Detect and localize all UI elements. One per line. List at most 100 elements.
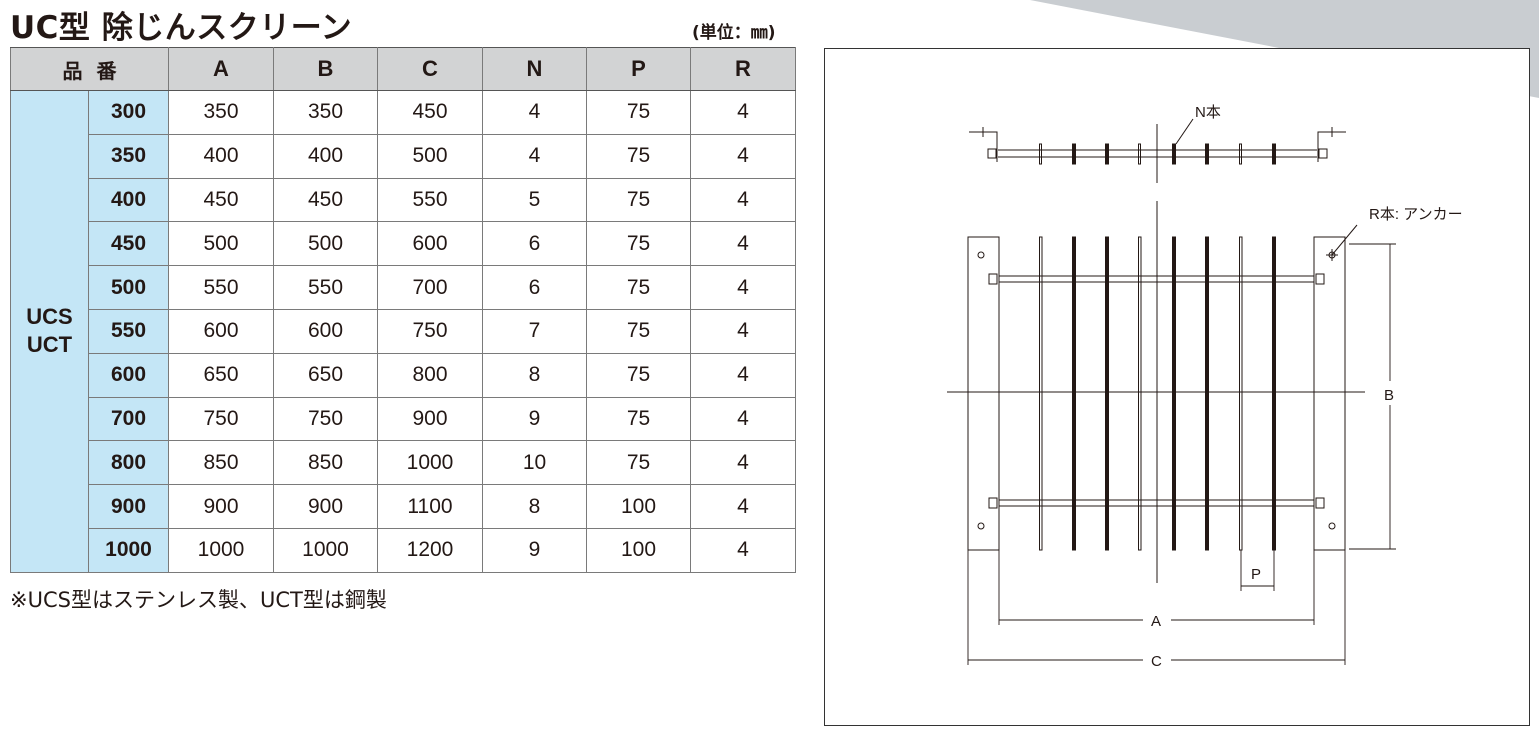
cell-c: 800 — [377, 352, 483, 398]
size-cell: 900 — [88, 484, 169, 529]
label-r-anchor: R本: アンカー — [1369, 206, 1463, 223]
column-header-n: N — [482, 47, 587, 91]
cell-c: 600 — [377, 221, 483, 267]
top-bracket-left — [969, 131, 998, 162]
table-row: 600 650 650 800 8 75 4 — [11, 352, 796, 398]
cell-n: 6 — [482, 221, 587, 267]
leader-r-anchor — [1331, 224, 1358, 256]
size-cell: 400 — [88, 177, 169, 223]
cell-p: 75 — [586, 308, 691, 354]
table-row: 1000 1000 1000 1200 9 100 4 — [11, 527, 796, 573]
cell-p: 75 — [586, 396, 691, 442]
material-note: ※UCS型はステンレス製、UCT型は鋼製 — [10, 588, 387, 612]
cell-a: 750 — [168, 396, 274, 442]
unit-label: (単位：㎜) — [692, 23, 776, 43]
table-row: 350 400 400 500 4 75 4 — [11, 133, 796, 179]
table-row: 700 750 750 900 9 75 4 — [11, 396, 796, 442]
table-header-row: 品番 A B C N P R — [10, 47, 796, 91]
screen-bar — [1205, 236, 1209, 551]
size-cell: 550 — [88, 308, 169, 354]
top-bar-section — [1205, 143, 1209, 165]
table-row: 400 450 450 550 5 75 4 — [11, 177, 796, 223]
top-bar-section — [1239, 143, 1242, 165]
cell-a: 650 — [168, 352, 274, 398]
cell-r: 4 — [690, 527, 796, 573]
cell-c: 1200 — [377, 527, 483, 573]
cell-n: 8 — [482, 484, 587, 529]
cell-b: 450 — [273, 177, 378, 223]
cell-c: 900 — [377, 396, 483, 442]
cell-b: 550 — [273, 265, 378, 310]
cell-p: 75 — [586, 221, 691, 267]
cell-a: 400 — [168, 133, 274, 179]
size-cell: 700 — [88, 396, 169, 442]
cell-r: 4 — [690, 90, 796, 135]
cell-a: 450 — [168, 177, 274, 223]
size-cell: 350 — [88, 133, 169, 179]
top-bar-section — [1272, 143, 1276, 165]
column-header-b: B — [273, 47, 378, 91]
anchor-hole — [977, 251, 985, 259]
cell-p: 100 — [586, 484, 691, 529]
top-nut-right — [1318, 148, 1328, 159]
screen-bar — [1172, 236, 1176, 551]
screen-drawing-frame: N本 R本: アンカー B P A C — [824, 48, 1530, 726]
label-dim-b: B — [1384, 387, 1394, 404]
size-cell: 600 — [88, 352, 169, 398]
anchor-hole — [977, 522, 985, 530]
cell-a: 350 — [168, 90, 274, 135]
side-plate-right — [1313, 236, 1346, 551]
top-nut-left — [987, 148, 997, 159]
cell-p: 75 — [586, 352, 691, 398]
cell-n: 9 — [482, 396, 587, 442]
cell-b: 850 — [273, 440, 378, 486]
screen-bar — [1072, 236, 1076, 551]
cell-b: 600 — [273, 308, 378, 354]
cell-a: 550 — [168, 265, 274, 310]
cell-n: 5 — [482, 177, 587, 223]
anchor-hole — [1328, 522, 1336, 530]
cell-a: 900 — [168, 484, 274, 529]
cell-p: 75 — [586, 177, 691, 223]
cell-b: 500 — [273, 221, 378, 267]
top-bar-section — [1172, 143, 1176, 165]
cell-b: 900 — [273, 484, 378, 529]
cell-a: 1000 — [168, 527, 274, 573]
cell-a: 500 — [168, 221, 274, 267]
top-bar-section — [1072, 143, 1076, 165]
screen-bar — [1138, 236, 1142, 551]
cell-n: 4 — [482, 133, 587, 179]
column-header-r: R — [690, 47, 796, 91]
size-cell: 500 — [88, 265, 169, 310]
screen-bar — [1105, 236, 1109, 551]
column-header-a: A — [168, 47, 274, 91]
cell-c: 450 — [377, 90, 483, 135]
column-header-hinban: 品番 — [10, 47, 169, 91]
cell-b: 350 — [273, 90, 378, 135]
cell-r: 4 — [690, 221, 796, 267]
rod-nut — [1315, 273, 1325, 285]
cell-c: 1100 — [377, 484, 483, 529]
cell-b: 1000 — [273, 527, 378, 573]
table-row: 900 900 900 1100 8 100 4 — [11, 484, 796, 529]
label-dim-a: A — [1151, 613, 1161, 630]
column-header-c: C — [377, 47, 483, 91]
cell-r: 4 — [690, 265, 796, 310]
size-cell: 450 — [88, 221, 169, 267]
series-uct: UCT — [26, 332, 73, 358]
label-dim-p: P — [1251, 566, 1261, 583]
cell-p: 75 — [586, 440, 691, 486]
cell-c: 700 — [377, 265, 483, 310]
cell-a: 600 — [168, 308, 274, 354]
cell-r: 4 — [690, 308, 796, 354]
size-cell: 300 — [88, 90, 169, 135]
leader-n-count — [1175, 118, 1194, 145]
cell-b: 650 — [273, 352, 378, 398]
rod-nut — [988, 273, 998, 285]
cell-c: 500 — [377, 133, 483, 179]
cell-r: 4 — [690, 484, 796, 529]
label-dim-c: C — [1151, 653, 1162, 670]
cell-p: 75 — [586, 90, 691, 135]
cell-p: 75 — [586, 265, 691, 310]
